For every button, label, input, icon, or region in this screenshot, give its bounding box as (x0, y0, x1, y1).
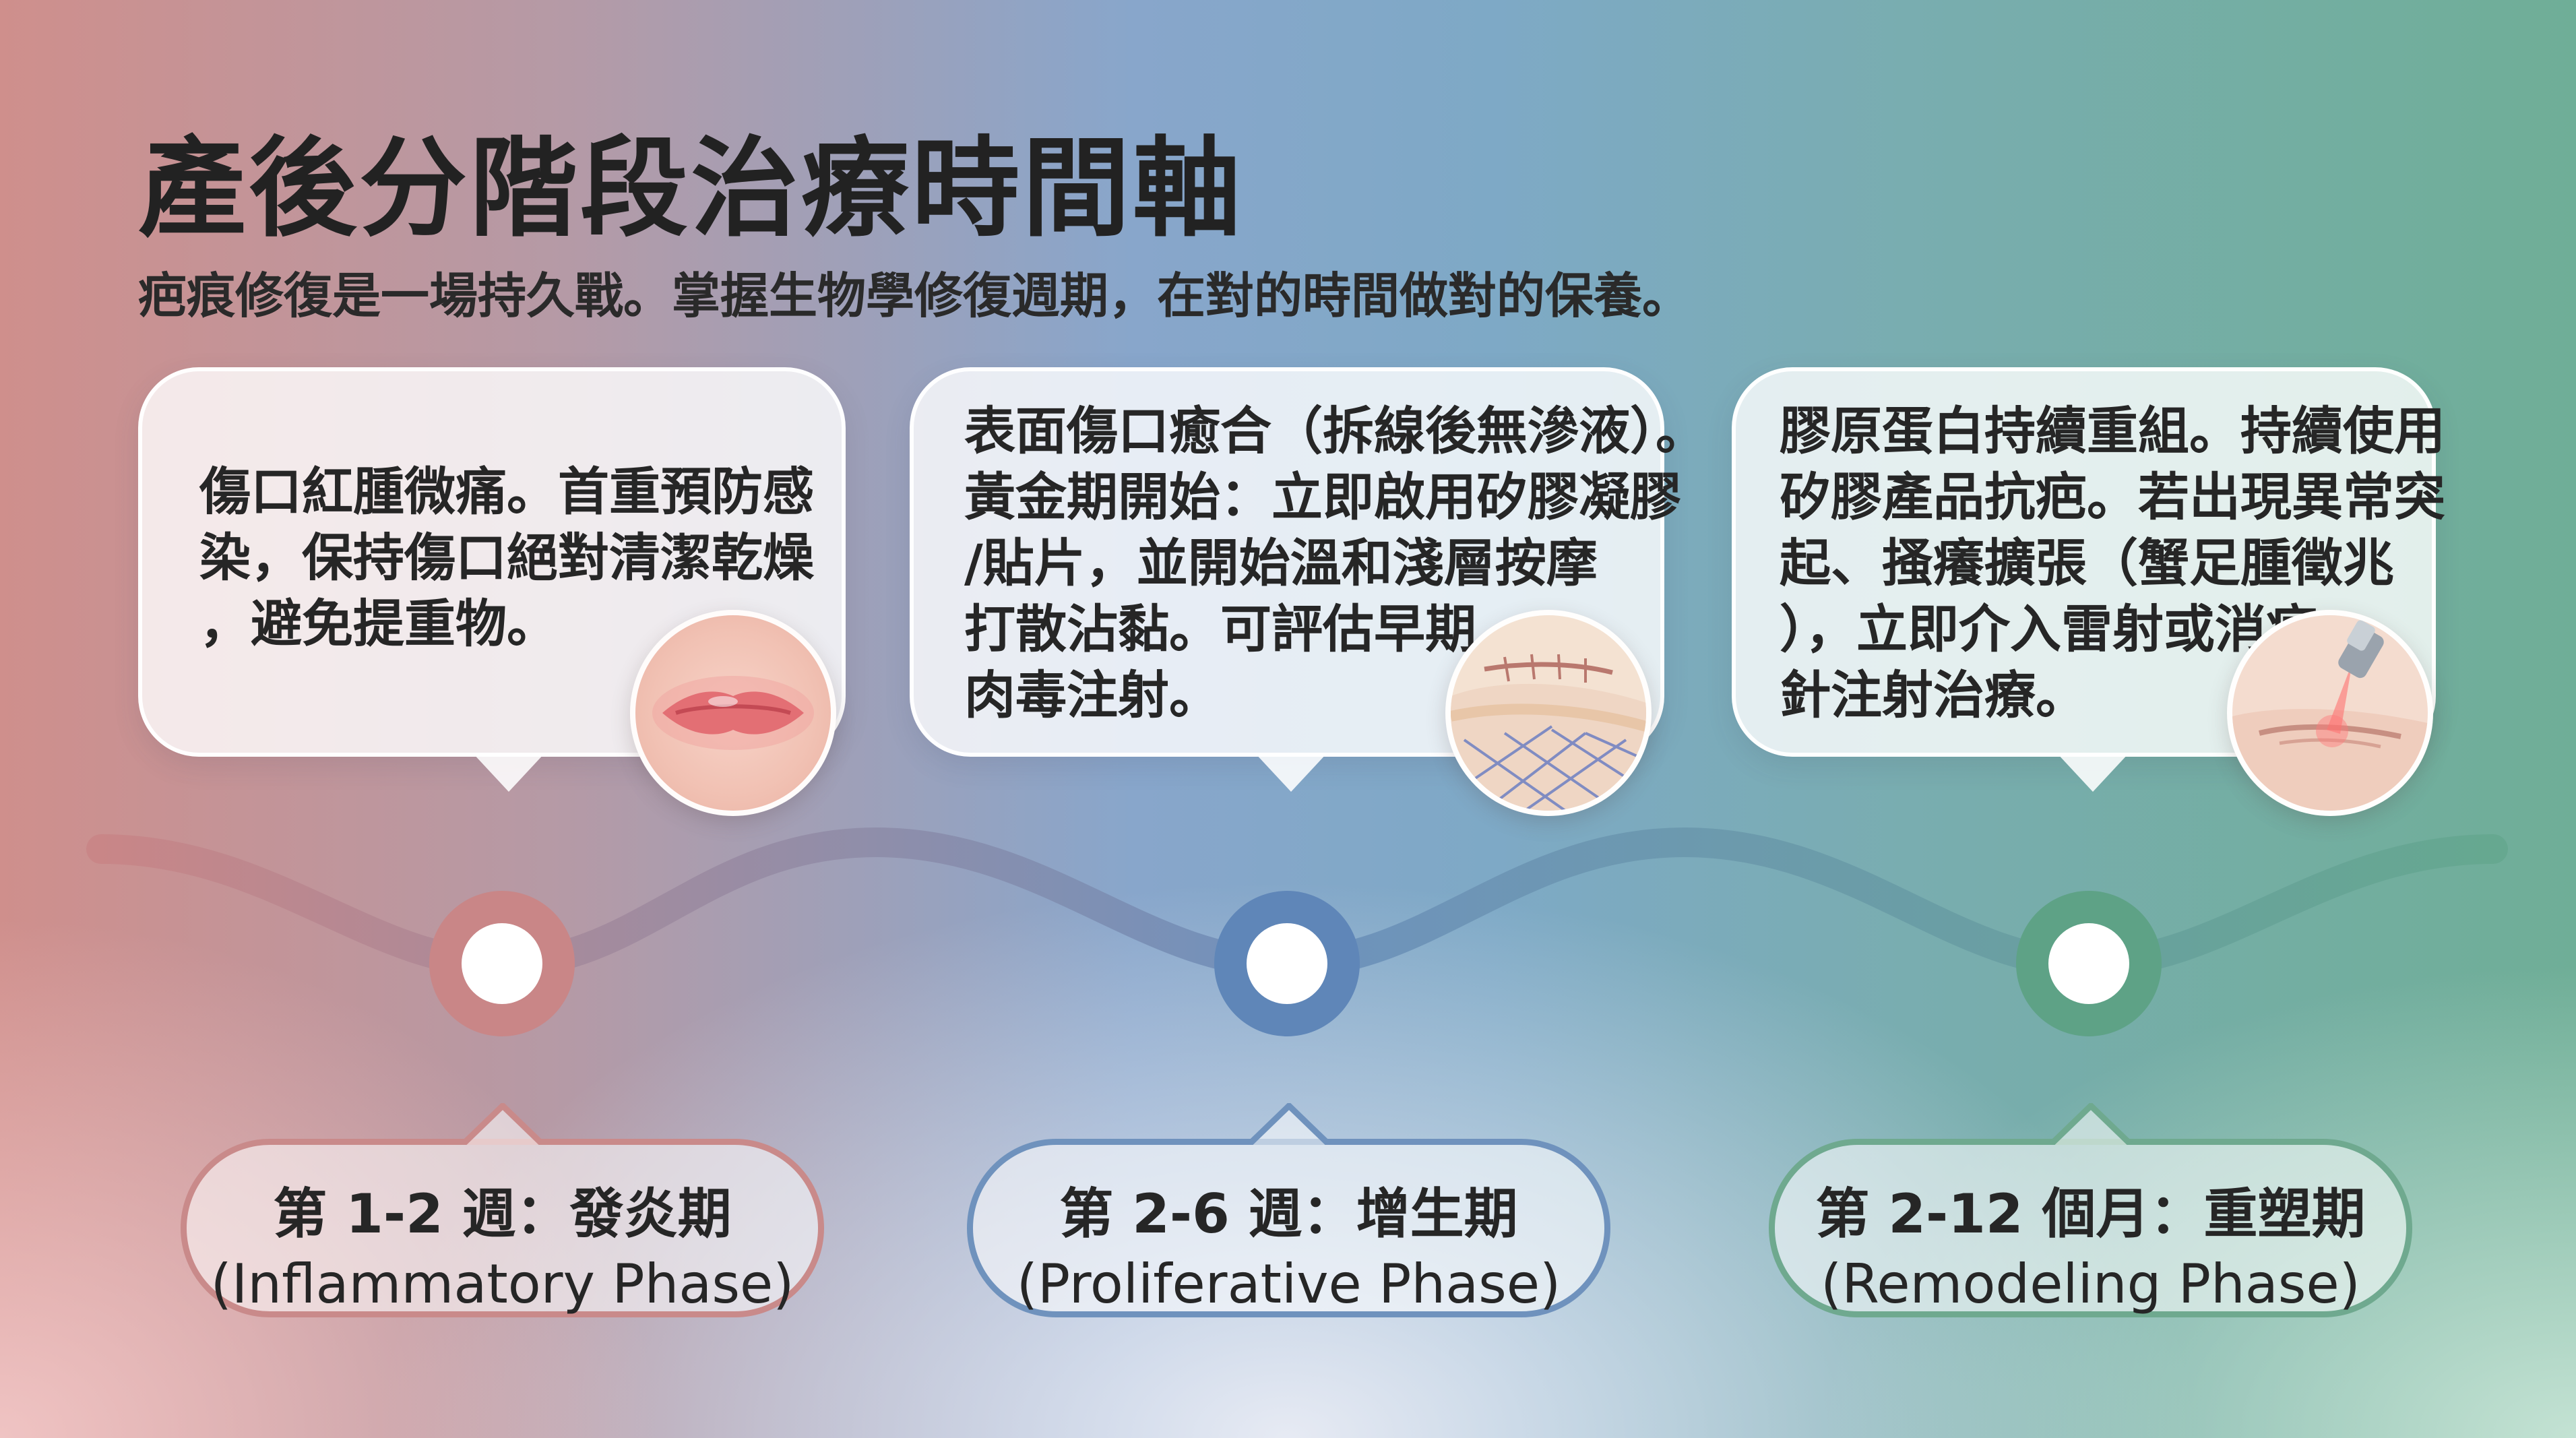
stage-3-label-zh: 第 2-12 個月：重塑期 (1815, 1183, 2366, 1245)
stage-2-description: 表面傷口癒合（拆線後無滲液）。 黃金期開始：立即啟用矽膠凝膠 /貼片，並開始溫和… (964, 401, 1707, 725)
stage-2-phase-label: 第 2-6 週：增生期 (Proliferative Phase) (967, 1103, 1610, 1317)
stage-1-label-en: (Inflammatory Phase) (210, 1253, 794, 1315)
stage-2-label-zh: 第 2-6 週：增生期 (1059, 1183, 1518, 1245)
page-subtitle: 疤痕修復是一場持久戰。掌握生物學修復週期，在對的時間做對的保養。 (138, 268, 1691, 324)
stage-1-description: 傷口紅腫微痛。首重預防感 染，保持傷口絕對清潔乾燥 ，避免提重物。 (199, 462, 814, 654)
stage-2-label-en: (Proliferative Phase) (1016, 1253, 1561, 1315)
healing-scar-mesh-icon (1445, 610, 1652, 816)
page-title: 產後分階段治療時間軸 (138, 125, 1244, 251)
stage-1-phase-label: 第 1-2 週：發炎期 (Inflammatory Phase) (181, 1103, 824, 1317)
swollen-wound-icon (630, 610, 836, 816)
stage-1-label-zh: 第 1-2 週：發炎期 (273, 1183, 732, 1245)
stage-3-bubble-tail (2056, 753, 2129, 792)
stage-1-bubble: 傷口紅腫微痛。首重預防感 染，保持傷口絕對清潔乾燥 ，避免提重物。 (138, 367, 846, 792)
stage-3-bubble: 膠原蛋白持續重組。持續使用 矽膠產品抗疤。若出現異常突 起、搔癢擴張（蟹足腫徵兆… (1732, 367, 2445, 792)
timeline-node-1 (429, 891, 575, 1036)
stage-3-label-en: (Remodeling Phase) (1821, 1253, 2360, 1315)
stage-1-pointer (460, 1103, 544, 1145)
stage-2-pointer (1247, 1103, 1331, 1145)
stage-1-bubble-tail (472, 753, 545, 792)
timeline-node-2 (1214, 891, 1360, 1036)
stage-3-description: 膠原蛋白持續重組。持續使用 矽膠產品抗疤。若出現異常突 起、搔癢擴張（蟹足腫徵兆… (1780, 401, 2445, 725)
timeline-node-3 (2016, 891, 2162, 1036)
laser-treatment-icon (2227, 610, 2433, 816)
stage-2-bubble-tail (1255, 753, 1327, 792)
stage-2-bubble: 表面傷口癒合（拆線後無滲液）。 黃金期開始：立即啟用矽膠凝膠 /貼片，並開始溫和… (910, 367, 1707, 792)
stage-3-pointer (2048, 1103, 2133, 1145)
stage-3-phase-label: 第 2-12 個月：重塑期 (Remodeling Phase) (1769, 1103, 2412, 1317)
